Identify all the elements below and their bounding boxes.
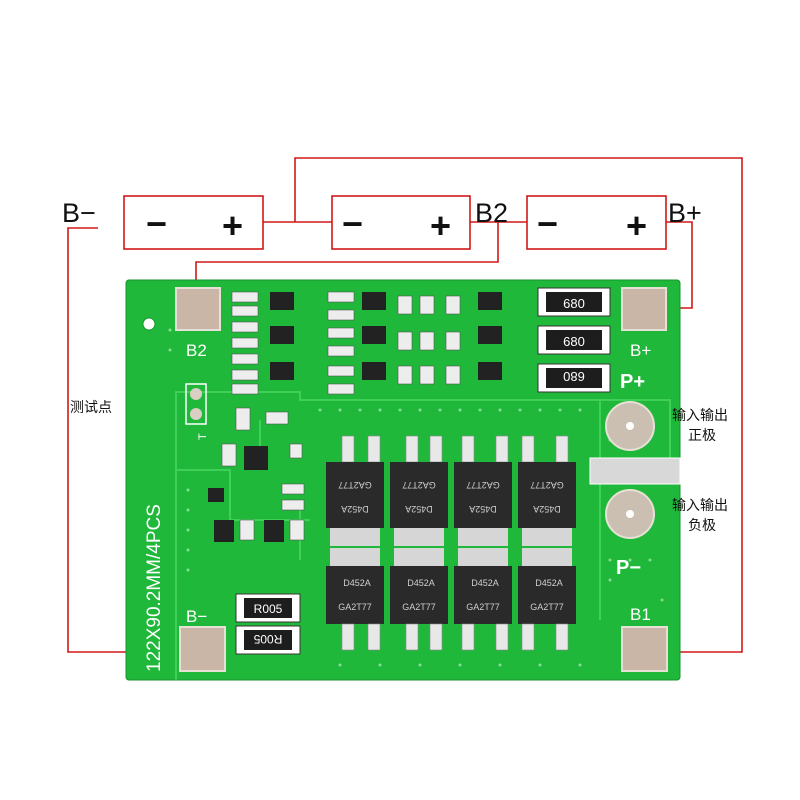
resistor-680-2: 680 bbox=[563, 334, 585, 349]
mosfet-q1-marking-1: GA2T77 bbox=[338, 480, 372, 490]
cell-2-negative: − bbox=[342, 203, 363, 244]
silk-vertical-size: 122X90.2MM/4PCS bbox=[144, 504, 165, 672]
mosfet-q1 bbox=[326, 462, 384, 528]
output-pads bbox=[589, 401, 681, 539]
smd-ics bbox=[208, 292, 502, 542]
silk-b2: B2 bbox=[186, 341, 207, 360]
resistor-r005-2: R005 bbox=[253, 632, 282, 646]
mosfet-q7 bbox=[454, 566, 512, 624]
cell-2: − + bbox=[331, 195, 471, 250]
annotation-neg-io-line1: 输入输出 bbox=[672, 497, 728, 513]
resistor-r005-1: R005 bbox=[254, 602, 283, 616]
resistor-680-3: 680 bbox=[563, 369, 585, 384]
silk-b1: B1 bbox=[630, 605, 651, 624]
wiring bbox=[67, 157, 743, 653]
silk-p-plus: P+ bbox=[620, 371, 645, 393]
cell-1-positive: + bbox=[222, 205, 243, 246]
mosfet-q3-marking-2: D452A bbox=[469, 504, 497, 514]
annotation-neg-io-line2: 负极 bbox=[688, 517, 716, 533]
terminal-b2-label: B2 bbox=[475, 198, 508, 228]
test-point-2 bbox=[190, 408, 202, 420]
mosfet-q5-marking-2: GA2T77 bbox=[338, 602, 372, 612]
mosfet-q5-marking-1: D452A bbox=[343, 578, 371, 588]
mosfet-q5 bbox=[326, 566, 384, 624]
silk-p-minus: P− bbox=[616, 557, 641, 579]
mosfet-top-row: GA2T77 D452A GA2T77 D452A GA2T77 D452A G… bbox=[326, 435, 576, 546]
mosfet-q7-marking-2: GA2T77 bbox=[466, 602, 500, 612]
annotation-pos-io-line1: 输入输出 bbox=[672, 407, 728, 423]
silk-b-plus: B+ bbox=[630, 341, 651, 360]
pad-b1 bbox=[621, 626, 668, 672]
mosfet-q8 bbox=[518, 566, 576, 624]
cell-2-positive: + bbox=[430, 205, 451, 246]
mosfet-q4-marking-2: D452A bbox=[533, 504, 561, 514]
resistor-680-1: 680 bbox=[563, 296, 585, 311]
cell-1-negative: − bbox=[146, 203, 167, 244]
mosfet-q8-marking-1: D452A bbox=[535, 578, 563, 588]
mosfet-q4-marking-1: GA2T77 bbox=[530, 480, 564, 490]
wire-b-minus bbox=[67, 227, 180, 653]
mosfet-q2 bbox=[390, 462, 448, 528]
solder-pads bbox=[175, 287, 668, 672]
mosfet-q8-marking-2: GA2T77 bbox=[530, 602, 564, 612]
mosfet-q1-marking-2: D452A bbox=[341, 504, 369, 514]
terminal-b-minus-label: B− bbox=[62, 198, 96, 228]
terminal-b-plus-label: B+ bbox=[668, 198, 702, 228]
mounting-hole bbox=[142, 317, 156, 331]
test-point-1 bbox=[190, 388, 202, 400]
cell-3-positive: + bbox=[626, 205, 647, 246]
cell-3: − + bbox=[526, 195, 667, 250]
silk-b-minus: B− bbox=[186, 607, 207, 626]
annotation-pos-io-line2: 正极 bbox=[688, 427, 716, 443]
mosfet-array: GA2T77 D452A GA2T77 D452A GA2T77 D452A G… bbox=[326, 435, 576, 651]
resistors-680: 680 680 680 bbox=[537, 287, 611, 393]
mosfet-q6 bbox=[390, 566, 448, 624]
pad-b-plus bbox=[621, 287, 667, 331]
mosfet-q4 bbox=[518, 462, 576, 528]
mosfet-bottom-row: D452A GA2T77 D452A GA2T77 D452A GA2T77 D… bbox=[326, 548, 576, 651]
cell-3-negative: − bbox=[537, 203, 558, 244]
test-points: T bbox=[185, 383, 209, 440]
copper-strip bbox=[589, 457, 681, 485]
resistors-r005: R005 R005 bbox=[235, 593, 301, 655]
annotation-test-point: 测试点 bbox=[70, 399, 112, 415]
wire-b2 bbox=[195, 222, 499, 288]
pad-b2 bbox=[175, 287, 221, 331]
mosfet-q2-marking-2: D452A bbox=[405, 504, 433, 514]
cell-1: − + bbox=[123, 195, 264, 250]
mosfet-q3-marking-1: GA2T77 bbox=[466, 480, 500, 490]
pad-b-minus bbox=[179, 626, 226, 672]
mosfet-q3 bbox=[454, 462, 512, 528]
mosfet-q2-marking-1: GA2T77 bbox=[402, 480, 436, 490]
smd-components bbox=[221, 291, 461, 541]
mosfet-q6-marking-2: GA2T77 bbox=[402, 602, 436, 612]
wire-cell2-top bbox=[294, 157, 743, 653]
mosfet-q6-marking-1: D452A bbox=[407, 578, 435, 588]
mosfet-q7-marking-1: D452A bbox=[471, 578, 499, 588]
silk-test-t: T bbox=[197, 433, 209, 440]
